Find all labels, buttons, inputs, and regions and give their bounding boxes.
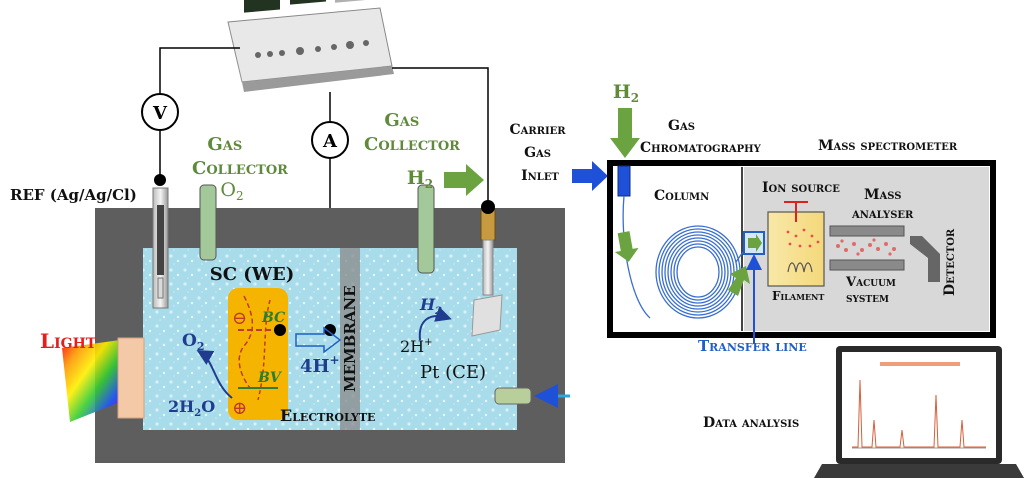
vacuum-system-label: Vacuum system	[845, 275, 900, 306]
proton-arrow	[295, 326, 342, 354]
membrane-label: MEMBRANE	[341, 285, 359, 392]
o2-label: O2	[182, 331, 204, 353]
pt-label: Pt (CE)	[420, 362, 486, 383]
electrolyte-solution	[143, 248, 517, 430]
h-plus-label: 2H+	[400, 337, 433, 356]
membrane: MEMBRANE	[340, 248, 360, 430]
carrier-gas-label: Carrier Gas Inlet	[509, 122, 570, 184]
hole-plus-symbol: ⊕	[232, 398, 247, 419]
filament-label: Filament	[772, 289, 824, 303]
carrier-gas-arrow	[572, 161, 608, 191]
light-source	[62, 337, 145, 422]
data-analysis-label: Data analysis	[703, 415, 799, 431]
transfer-arrow	[748, 234, 762, 252]
voltmeter-symbol: V	[152, 103, 168, 124]
potentiostat-icon	[227, 0, 394, 92]
electron-minus-symbol: ⊖	[232, 308, 247, 329]
column-label: Column	[654, 188, 709, 204]
water-label: 2H2O	[168, 397, 215, 419]
bc-label: BC	[261, 310, 285, 326]
ms-label: Mass spectrometer	[818, 138, 958, 154]
ion-beam	[836, 238, 896, 256]
ammeter-symbol: A	[322, 131, 338, 152]
ion-source-box	[767, 211, 825, 287]
detector-label: Detector	[942, 228, 958, 296]
light-label: Light	[40, 329, 97, 353]
laptop-icon	[814, 346, 1024, 478]
gc-label: Gas Chromatography	[640, 118, 762, 156]
sc-electrode	[228, 288, 288, 420]
ion-source-label: Ion source	[762, 180, 840, 196]
gas-collector-tube-left	[199, 184, 217, 261]
laptop-chart	[852, 379, 986, 449]
gas-left-formula: O2	[220, 179, 243, 203]
electrolyte-label: Electrolyte	[280, 406, 375, 425]
voltmeter: V	[141, 93, 179, 131]
sc-label: SC (WE)	[210, 264, 295, 285]
transfer-line-label: Transfer line	[698, 337, 807, 355]
we-junction	[274, 324, 286, 336]
h2-green-arrow	[444, 164, 484, 196]
ref-label: REF (Ag/Ag/Cl)	[10, 186, 137, 204]
proton-label: 4H+	[300, 353, 340, 377]
column-flow-arrow-1	[614, 231, 639, 262]
gc-h2-down-arrow	[610, 108, 640, 158]
ammeter: A	[311, 121, 349, 159]
oxidation-arrow	[196, 350, 233, 399]
ion-dots	[786, 228, 820, 248]
gas-right-formula: H2	[407, 167, 433, 191]
gas-collector-tube-right	[417, 184, 435, 274]
reference-electrode	[152, 187, 169, 309]
column-coil-icon	[622, 195, 753, 319]
injector-icon	[617, 165, 631, 197]
ce-junction	[481, 200, 495, 214]
filament-coil-icon	[787, 262, 813, 273]
mass-analyser-label: Mass analyser	[851, 187, 914, 222]
gas-collector-left-label: Gas Collector	[192, 134, 288, 179]
ref-junction	[154, 174, 166, 186]
pt-electrode	[471, 209, 503, 337]
quadrupole-rod-top	[829, 225, 905, 237]
quadrupole-rod-bottom	[829, 259, 905, 271]
gas-collector-right-label: Gas Collector	[364, 110, 460, 155]
column-flow-arrow-2	[728, 266, 750, 296]
gc-h2-label: H2	[613, 81, 639, 105]
reduction-arrow	[418, 306, 452, 341]
bv-label: BV	[257, 370, 283, 386]
ammeter-junction	[324, 324, 336, 336]
detector-plate	[910, 236, 940, 282]
gas-inlet-nozzle	[494, 384, 570, 408]
